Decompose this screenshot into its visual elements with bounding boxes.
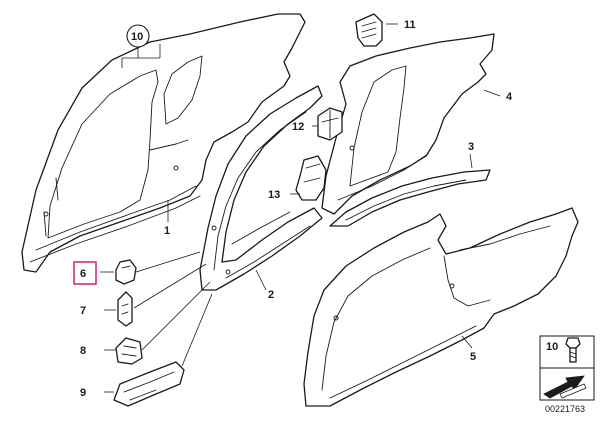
callout-label: 13	[268, 189, 280, 201]
part-bracket-13	[295, 155, 327, 201]
callout-4: 4	[506, 91, 513, 103]
part-bracket-11	[355, 13, 383, 47]
callout-9: 9	[80, 387, 86, 399]
callout-6-highlighted: 6	[73, 261, 97, 285]
part-bracket-8	[115, 337, 143, 365]
callout-label: 5	[470, 351, 476, 363]
callout-label: 8	[80, 345, 86, 357]
part-rear-quarter	[321, 33, 495, 215]
callout-2: 2	[268, 289, 274, 301]
callout-label: 6	[80, 268, 86, 280]
callout-12: 12	[292, 121, 304, 133]
part-bracket-6	[115, 259, 137, 285]
callout-3: 3	[468, 141, 474, 153]
highlight-box	[73, 261, 97, 285]
callout-7: 7	[80, 305, 86, 317]
part-inner-panel	[303, 207, 579, 407]
callout-label: 12	[292, 121, 304, 133]
callout-1: 1	[164, 225, 170, 237]
legend-box: 10	[539, 335, 595, 401]
arrow-icon	[543, 375, 587, 399]
part-pillar-sill	[199, 85, 323, 291]
part-side-panel	[21, 13, 306, 273]
part-bracket-9	[113, 361, 185, 407]
callout-label: 4	[506, 91, 513, 103]
callout-8: 8	[80, 345, 86, 357]
callout-label: 7	[80, 305, 86, 317]
callout-label: 9	[80, 387, 86, 399]
callout-5: 5	[470, 351, 476, 363]
callout-10: 10	[126, 24, 150, 48]
callout-label: 2	[268, 289, 274, 301]
callout-label: 11	[404, 19, 416, 31]
callout-label: 3	[468, 141, 474, 153]
callout-11: 11	[404, 19, 416, 31]
bolt-icon	[565, 337, 581, 363]
part-bracket-7	[117, 291, 133, 327]
callout-13: 13	[268, 189, 280, 201]
legend-label: 10	[546, 341, 558, 353]
reference-code: 00221763	[545, 404, 585, 414]
callout-circle	[126, 24, 150, 48]
part-roof-rail	[329, 169, 491, 227]
part-bracket-12	[317, 107, 343, 141]
callout-label: 10	[131, 31, 143, 43]
callout-label: 1	[164, 225, 170, 237]
